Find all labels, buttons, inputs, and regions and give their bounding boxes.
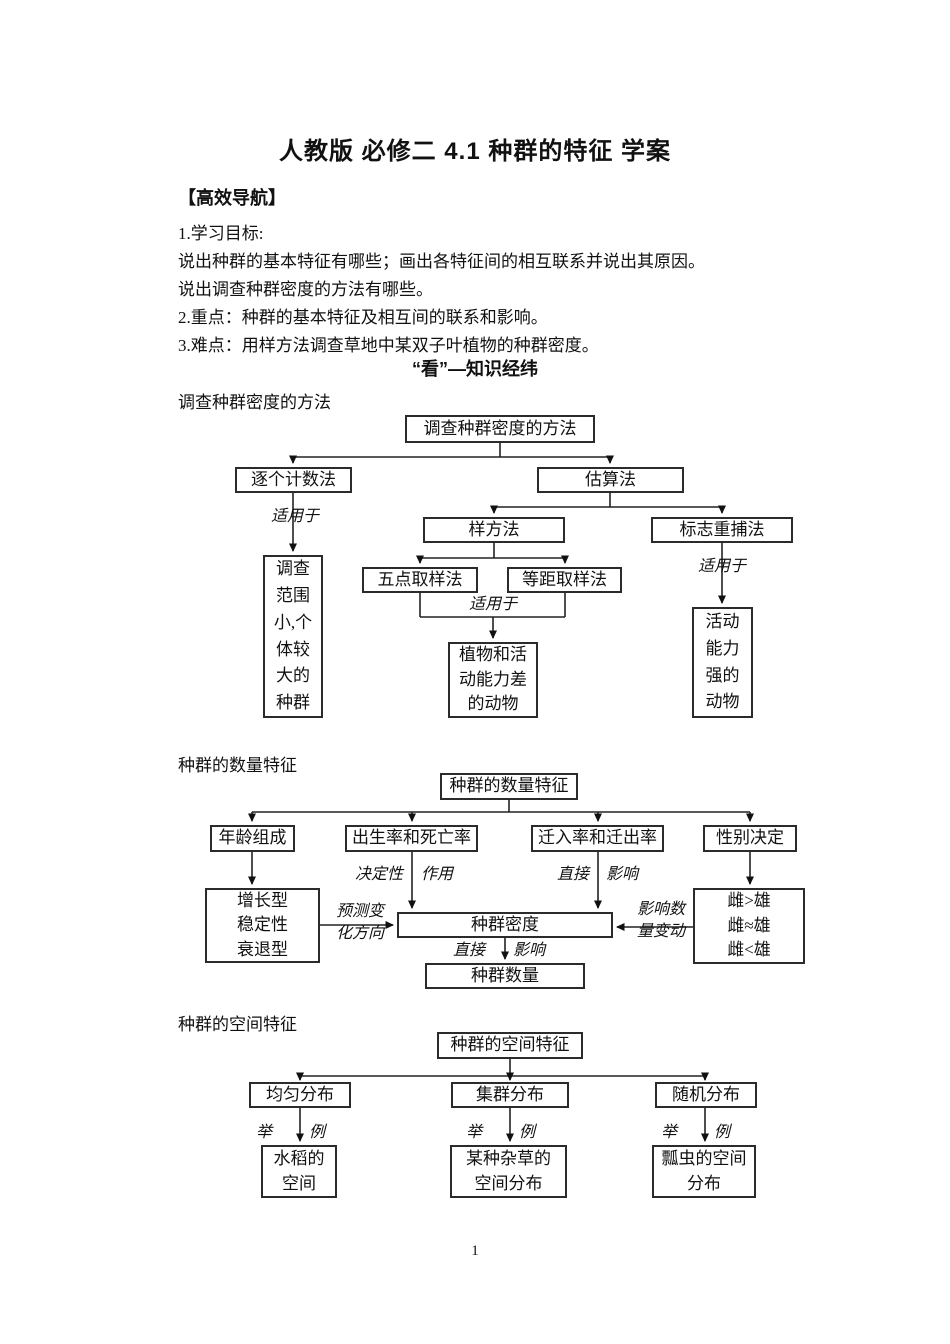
node-rice-example: 水稻的 空间 xyxy=(261,1145,337,1198)
edge-label-example-ju-left: 举 xyxy=(255,1124,272,1141)
node-survey-root: 调查种群密度的方法 xyxy=(405,415,595,443)
edge-label-example-ju-right: 举 xyxy=(660,1124,677,1141)
objective-line-1: 1.学习目标: xyxy=(178,224,264,243)
node-plants-weak-animals: 植物和活 动能力差 的动物 xyxy=(448,642,538,718)
node-weed-example: 某种杂草的 空间分布 xyxy=(450,1145,567,1198)
node-equidistant-sampling: 等距取样法 xyxy=(507,567,622,593)
node-individual-count: 逐个计数法 xyxy=(235,467,352,493)
section-heading: “看”—知识经纬 xyxy=(412,359,538,379)
node-random-distribution: 随机分布 xyxy=(655,1082,757,1108)
node-estimation: 估算法 xyxy=(537,467,684,493)
node-mark-recapture: 标志重捕法 xyxy=(651,517,793,543)
node-growth-types: 增长型 稳定性 衰退型 xyxy=(205,888,320,963)
edge-label-influence-upper: 影响 xyxy=(605,866,638,883)
edge-label-influence-lower: 影响 xyxy=(512,942,545,959)
survey-chart-label: 调查种群密度的方法 xyxy=(178,393,331,412)
edge-label-example-li-right: 例 xyxy=(713,1124,730,1141)
edge-label-decisive: 决定性 xyxy=(354,866,403,883)
edge-label-example-ju-middle: 举 xyxy=(465,1124,482,1141)
edge-label-applies-to-left: 适用于 xyxy=(270,508,319,525)
node-population-quantity: 种群数量 xyxy=(425,963,585,989)
node-ladybug-example: 瓢虫的空间 分布 xyxy=(652,1145,756,1198)
spatial-chart-label: 种群的空间特征 xyxy=(178,1015,297,1034)
edge-label-affect-fluctuation: 影响数 量变动 xyxy=(636,901,685,940)
node-sex-ratio: 雌>雄 雌≈雄 雌<雄 xyxy=(693,888,805,964)
node-quantity-root: 种群的数量特征 xyxy=(440,773,578,800)
node-strong-animals: 活动 能力 强的 动物 xyxy=(692,607,753,718)
edge-label-effect: 作用 xyxy=(420,866,453,883)
key-point-line: 2.重点：种群的基本特征及相互间的联系和影响。 xyxy=(178,308,548,327)
node-migration-rate: 迁入率和迁出率 xyxy=(531,825,664,852)
edge-label-direct-lower: 直接 xyxy=(452,942,485,959)
edge-label-example-li-middle: 例 xyxy=(518,1124,535,1141)
node-small-range-population: 调查 范围 小,个 体较 大的 种群 xyxy=(263,555,323,718)
node-quadrat-method: 样方法 xyxy=(423,517,565,543)
edge-label-applies-to-middle: 适用于 xyxy=(468,596,517,613)
edge-label-predict-direction: 预测变 化方向 xyxy=(335,903,384,942)
edge-label-applies-to-right: 适用于 xyxy=(697,558,746,575)
node-age-composition: 年龄组成 xyxy=(210,825,295,852)
node-spatial-root: 种群的空间特征 xyxy=(437,1032,583,1059)
node-sex-determination: 性别决定 xyxy=(703,825,797,852)
page-number: 1 xyxy=(471,1243,479,1259)
node-population-density: 种群密度 xyxy=(397,912,613,938)
node-five-point-sampling: 五点取样法 xyxy=(362,567,478,593)
difficulty-line: 3.难点：用样方法调查草地中某双子叶植物的种群密度。 xyxy=(178,336,599,355)
node-birth-death-rate: 出生率和死亡率 xyxy=(345,825,478,852)
nav-heading: 【高效导航】 xyxy=(178,188,286,208)
objective-line-2: 说出种群的基本特征有哪些；画出各特征间的相互联系并说出其原因。 xyxy=(178,252,705,271)
page-title: 人教版 必修二 4.1 种群的特征 学案 xyxy=(278,138,672,165)
edge-label-example-li-left: 例 xyxy=(308,1124,325,1141)
node-uniform-distribution: 均匀分布 xyxy=(249,1082,351,1108)
objective-line-3: 说出调查种群密度的方法有哪些。 xyxy=(178,280,433,299)
edge-label-direct-upper: 直接 xyxy=(556,866,589,883)
node-clumped-distribution: 集群分布 xyxy=(451,1082,569,1108)
quantity-chart-label: 种群的数量特征 xyxy=(178,756,297,775)
